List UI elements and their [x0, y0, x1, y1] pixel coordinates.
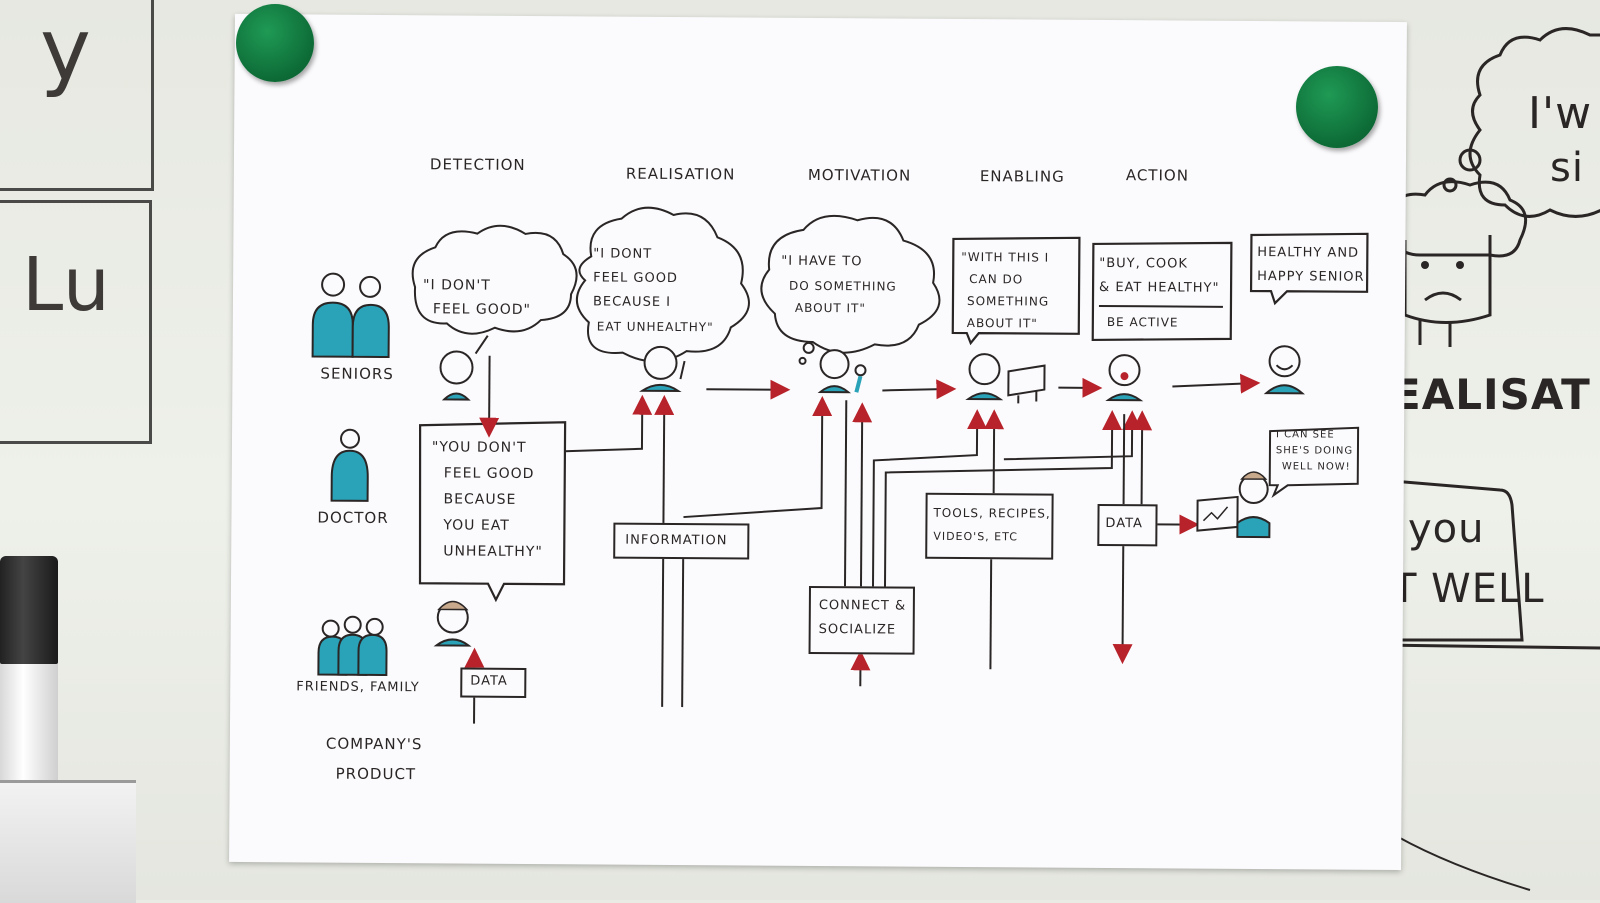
seniors-icon: [313, 273, 390, 357]
marker-cap: [0, 556, 58, 664]
whiteboard-left-letter-y: y: [40, 0, 92, 100]
whiteboard-right-realisation: ealisat: [1392, 370, 1591, 419]
monitor-speech-line-2: she's doing: [1276, 443, 1353, 460]
senior-enabling-figure: [968, 354, 1044, 404]
thought-enabling-line-1: "With this I: [961, 245, 1049, 270]
monitor-speech-line-1: I can see: [1276, 427, 1335, 443]
whiteboard-right-cloud-text-2: si: [1550, 145, 1584, 191]
marker-pen[interactable]: [0, 556, 58, 806]
tools-label-1: Tools, recipes,: [933, 501, 1050, 526]
actor-company-product-label-1: Company's: [326, 731, 423, 758]
magnet-left[interactable]: [236, 4, 314, 82]
doctor-speech-line-4: you eat: [443, 513, 510, 537]
doctor-icon: [332, 430, 368, 501]
senior-outcome-figure: [1266, 346, 1302, 393]
thought-detection-line-2: feel good": [433, 297, 531, 322]
thought-motivation-line-2: do something: [789, 274, 897, 299]
thought-realisation-line-2: feel good: [593, 266, 678, 291]
whiteboard-right-cloud-text-1: I'w: [1528, 88, 1592, 139]
thought-motivation-line-3: about it": [795, 296, 866, 320]
thought-action-line-1: "Buy, cook: [1099, 252, 1188, 277]
senior-motivation-figure: [820, 350, 865, 392]
information-box: Information: [613, 523, 749, 560]
actor-company-product-label-2: product: [336, 761, 417, 788]
connect-socialize-box: Connect & socialize: [809, 586, 915, 655]
action-data-box: Data: [1097, 504, 1157, 546]
thought-action-line-2: & eat healthy": [1099, 276, 1220, 301]
doctor-speech-line-3: because: [444, 487, 517, 512]
tools-label-2: video's, etc: [933, 525, 1018, 550]
doctor-speech-line-5: unhealthy": [443, 539, 543, 564]
company-data-box: Data: [460, 668, 526, 698]
monitor-speech-line-3: well now!: [1282, 459, 1351, 475]
company-data-label: Data: [470, 670, 508, 694]
journey-map-sheet: Detection Realisation Motivation Enablin…: [229, 14, 1407, 870]
senior-detection-figure: [440, 351, 472, 399]
thought-enabling-line-3: something: [967, 289, 1049, 314]
thought-realisation-line-3: because I: [593, 290, 671, 315]
thought-outcome-line-1: Healthy and: [1257, 241, 1359, 266]
actor-seniors-label: Seniors: [320, 361, 394, 388]
whiteboard-right-you: you: [1408, 506, 1485, 552]
friends-family-icon: [318, 617, 386, 675]
thought-detection-line-1: "I don't: [423, 273, 491, 297]
thought-realisation-line-1: "I dont: [593, 242, 652, 266]
connect-label-2: socialize: [819, 618, 897, 643]
thought-motivation-line-1: "I have to: [781, 250, 862, 275]
connect-label-1: Connect &: [819, 594, 906, 619]
information-label: Information: [625, 529, 727, 554]
action-data-label: Data: [1105, 512, 1143, 536]
doctor-figure: [437, 601, 469, 645]
actor-friends-family-label: Friends, Family: [296, 674, 420, 701]
tools-recipes-box: Tools, recipes, video's, etc: [925, 493, 1053, 560]
marker-tray: [0, 780, 136, 903]
whiteboard-left-word-lu: Lu: [22, 242, 111, 328]
thought-outcome-line-2: happy senior: [1257, 265, 1365, 290]
thought-enabling-line-2: can do: [969, 267, 1023, 291]
thought-realisation-line-4: eat unhealthy": [597, 314, 714, 339]
doctor-monitor-figure: [1197, 472, 1269, 538]
doctor-speech-line-1: "You don't: [432, 435, 527, 460]
doctor-speech-line-2: feel good: [444, 461, 535, 486]
actor-doctor-label: Doctor: [317, 505, 388, 531]
senior-action-figure: [1108, 355, 1140, 400]
magnet-right[interactable]: [1296, 66, 1378, 148]
thought-action-line-3: Be active: [1107, 310, 1179, 334]
thought-enabling-line-4: about it": [967, 311, 1038, 335]
whiteboard-right-well: t well: [1392, 566, 1545, 612]
